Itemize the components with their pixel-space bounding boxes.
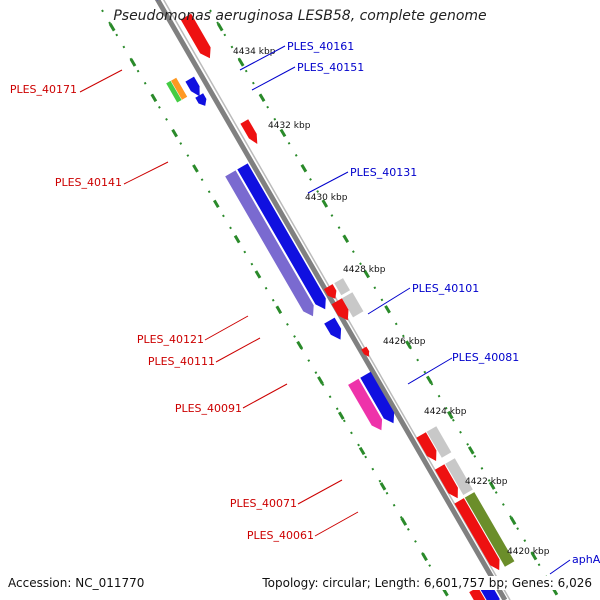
- forward-leaders: [239, 45, 571, 575]
- tick-label: 4422 kbp: [465, 477, 508, 487]
- major-tick-mark: [216, 23, 224, 32]
- gene-features: [156, 0, 515, 600]
- tick-label: 4430 kbp: [305, 193, 348, 203]
- tick-label: 4432 kbp: [268, 121, 311, 131]
- tick-labels: 4434 kbp 4432 kbp 4430 kbp 4428 kbp 4426…: [233, 47, 550, 557]
- major-tick-mark: [379, 482, 387, 491]
- major-tick-mark: [447, 410, 454, 420]
- gene-label-PLES_40091: PLES_40091: [175, 402, 242, 415]
- gene-label-PLES_40121: PLES_40121: [137, 333, 204, 346]
- tick-label: 4428 kbp: [343, 265, 386, 275]
- gene-label-PLES_40161: PLES_40161: [287, 40, 354, 53]
- major-tick-mark: [358, 446, 366, 456]
- major-tick-mark: [426, 375, 433, 385]
- major-tick-mark: [171, 128, 178, 138]
- tick-label: 4426 kbp: [383, 337, 426, 347]
- major-tick-mark: [317, 376, 324, 385]
- gene-label-aphA: aphA: [572, 553, 600, 566]
- gene-label-PLES_40071: PLES_40071: [230, 497, 297, 510]
- tick-label: 4434 kbp: [233, 47, 276, 57]
- major-tick-mark: [254, 270, 262, 279]
- gene-label-PLES_40171: PLES_40171: [10, 83, 77, 96]
- gene-label-PLES_40131: PLES_40131: [350, 166, 417, 179]
- gene-PLES_40071-grey: [426, 426, 452, 458]
- gene-label-PLES_40151: PLES_40151: [297, 61, 364, 74]
- gene-green: [464, 492, 515, 567]
- major-tick-mark: [321, 199, 329, 208]
- gene-PLES_40151-lime: [166, 80, 182, 103]
- gene-PLES_40071: [416, 432, 437, 461]
- reverse-gene-labels: PLES_40171 PLES_40141 PLES_40121 PLES_40…: [10, 83, 314, 542]
- gene-PLES_40131-blue: [237, 163, 326, 310]
- major-tick-mark: [275, 305, 283, 314]
- genome-summary-text: Topology: circular; Length: 6,601,757 bp…: [262, 576, 592, 590]
- tick-label: 4420 kbp: [507, 547, 550, 557]
- major-tick-mark: [421, 552, 428, 562]
- major-tick-mark: [237, 58, 245, 67]
- gene-PLES_40151-blue: [195, 93, 207, 106]
- major-tick-mark: [405, 340, 412, 349]
- map-title: Pseudomonas aeruginosa LESB58, complete …: [113, 8, 487, 24]
- gene-label-PLES_40111: PLES_40111: [148, 355, 215, 368]
- gene-label-PLES_40141: PLES_40141: [55, 176, 122, 189]
- gene-PLES_40111-grey: [342, 292, 364, 318]
- gene-PLES_40081-blue: [360, 371, 395, 424]
- accession-text: Accession: NC_011770: [8, 576, 145, 590]
- major-tick-mark: [233, 234, 241, 244]
- major-ticks: [108, 23, 559, 597]
- gene-aphA-red: [469, 587, 486, 600]
- gene-label-PLES_40081: PLES_40081: [452, 351, 519, 364]
- reverse-leaders: [79, 69, 359, 537]
- gene-PLES_40121-grey: [334, 278, 350, 296]
- gene-label-PLES_40061: PLES_40061: [247, 529, 314, 542]
- major-tick-mark: [300, 164, 308, 173]
- gene-label-PLES_40101: PLES_40101: [412, 282, 479, 295]
- major-tick-mark: [363, 269, 370, 279]
- major-tick-mark: [108, 23, 116, 32]
- gene-PLES_40121: [323, 284, 337, 299]
- major-tick-mark: [338, 411, 345, 420]
- gene-PLES_40061b: [454, 498, 500, 571]
- forward-gene-labels: PLES_40161 PLES_40151 PLES_40131 PLES_40…: [287, 40, 600, 566]
- backbone-line: [154, 0, 508, 600]
- gene-PLES_40091: [361, 346, 370, 357]
- major-tick-mark: [467, 446, 475, 455]
- major-tick-mark: [342, 234, 350, 243]
- gene-PLES_40161-orange: [171, 77, 188, 100]
- major-tick-mark: [129, 58, 137, 67]
- gene-PLES_40081-magenta: [348, 378, 383, 431]
- major-tick-mark: [150, 93, 158, 103]
- gene-PLES_40141: [240, 119, 258, 144]
- major-tick-mark: [488, 481, 496, 490]
- tick-label: 4424 kbp: [424, 407, 467, 417]
- major-tick-mark: [296, 340, 303, 350]
- gene-PLES_40101: [324, 317, 342, 340]
- major-tick-mark: [213, 199, 220, 208]
- major-tick-mark: [530, 551, 538, 561]
- major-tick-mark: [192, 164, 199, 173]
- gene-PLES_40061-grey: [445, 458, 473, 495]
- major-tick-mark: [258, 93, 266, 102]
- gene-PLES_40061: [434, 464, 458, 499]
- major-tick-mark: [384, 305, 391, 314]
- gene-PLES_40171: [180, 13, 211, 59]
- major-tick-mark: [400, 517, 408, 526]
- major-tick-mark: [509, 516, 517, 526]
- gene-PLES_40131-purple: [225, 170, 314, 317]
- major-tick-mark: [279, 128, 287, 138]
- gene-PLES_40111: [331, 298, 349, 321]
- gene-PLES_40161-blue: [185, 76, 200, 97]
